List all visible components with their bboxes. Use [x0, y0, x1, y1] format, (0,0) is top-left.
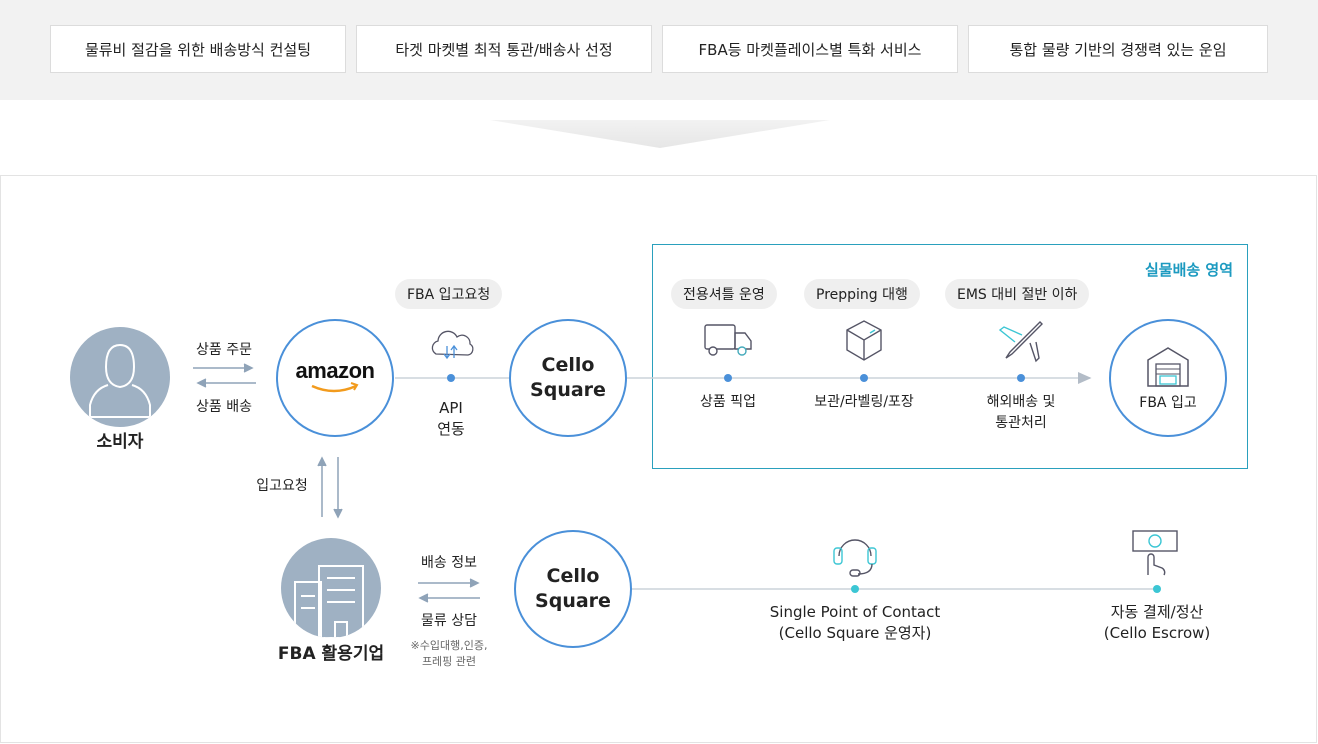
spoc-label: Single Point of Contact (Cello Square 운영… — [769, 603, 941, 642]
feature-label: FBA등 마켓플레이스별 특화 서비스 — [698, 40, 922, 59]
spoc-dot — [851, 585, 859, 593]
consult-arrow — [418, 593, 480, 603]
cloud-sync-icon — [431, 330, 474, 360]
company-avatar — [281, 538, 381, 638]
avatar — [70, 327, 170, 427]
api-dot — [447, 374, 455, 382]
amazon-smile-icon — [311, 382, 359, 393]
shipping-info-label: 배송 정보 — [421, 555, 477, 571]
shipping-info-arrow — [418, 578, 480, 588]
payment-label: 자동 결제/정산 (Cello Escrow) — [1103, 603, 1211, 642]
cello-square-title: Cello Square — [530, 354, 606, 401]
inbound-request-label: 입고요청 — [256, 478, 308, 494]
api-label: API 연동 — [437, 399, 465, 438]
pickup-dot — [724, 374, 732, 382]
feature-box-consulting: 물류비 절감을 위한 배송방식 컨설팅 — [50, 25, 346, 73]
region-title: 실물배송 영역 — [1144, 261, 1233, 279]
feature-box-rate: 통합 물량 기반의 경쟁력 있는 운임 — [968, 25, 1268, 73]
cello-square-node-bottom: Cello Square — [514, 530, 632, 648]
fba-request-pill: FBA 입고요청 — [395, 279, 503, 309]
delivery-arrow — [196, 378, 256, 388]
building-icon — [294, 565, 364, 638]
amazon-node: amazon — [276, 319, 394, 437]
warehouse-icon — [1147, 347, 1189, 387]
order-label: 상품 주문 — [196, 342, 252, 358]
headset-icon — [833, 539, 877, 577]
feature-label: 물류비 절감을 위한 배송방식 컨설팅 — [84, 40, 312, 59]
payment-card-icon — [1132, 530, 1178, 576]
prepping-pill: Prepping 대행 — [804, 279, 920, 309]
feature-box-customs: 타겟 마켓별 최적 통관/배송사 선정 — [356, 25, 652, 73]
order-arrow — [193, 363, 254, 373]
fba-company-label: FBA 활용기업 — [277, 644, 385, 664]
fba-inbound-label: FBA 입고 — [1139, 395, 1197, 411]
package-icon — [846, 320, 882, 361]
fba-inbound-node: FBA 입고 — [1109, 319, 1227, 437]
overseas-dot — [1017, 374, 1025, 382]
ems-pill: EMS 대비 절반 이하 — [945, 279, 1090, 309]
shuttle-pill: 전용셔틀 운영 — [671, 279, 777, 309]
amazon-logo-text: amazon — [295, 358, 375, 383]
feature-box-fba: FBA등 마켓플레이스별 특화 서비스 — [662, 25, 958, 73]
consult-note: ※수입대행,인증, 프레핑 관련 — [410, 639, 488, 668]
person-icon — [89, 343, 151, 418]
airplane-icon — [998, 321, 1043, 363]
storage-dot — [860, 374, 868, 382]
cello-square-node-top: Cello Square — [509, 319, 627, 437]
truck-icon — [704, 324, 752, 356]
cello-square-title: Cello Square — [535, 565, 611, 612]
feature-label: 통합 물량 기반의 경쟁력 있는 운임 — [1009, 40, 1227, 59]
consult-label: 물류 상담 — [421, 613, 477, 629]
delivery-label: 상품 배송 — [196, 399, 252, 415]
pickup-label: 상품 픽업 — [700, 394, 756, 410]
consumer-label: 소비자 — [96, 432, 144, 452]
overseas-label: 해외배송 및 통관처리 — [986, 394, 1056, 431]
physical-delivery-region: 실물배송 영역 — [652, 244, 1248, 469]
storage-label: 보관/라벨링/포장 — [814, 394, 914, 410]
inbound-request-arrow — [317, 456, 343, 519]
feature-label: 타겟 마켓별 최적 통관/배송사 선정 — [395, 40, 613, 59]
payment-dot — [1153, 585, 1161, 593]
diagram-panel — [0, 175, 1317, 743]
chevron-down-icon — [490, 120, 830, 148]
